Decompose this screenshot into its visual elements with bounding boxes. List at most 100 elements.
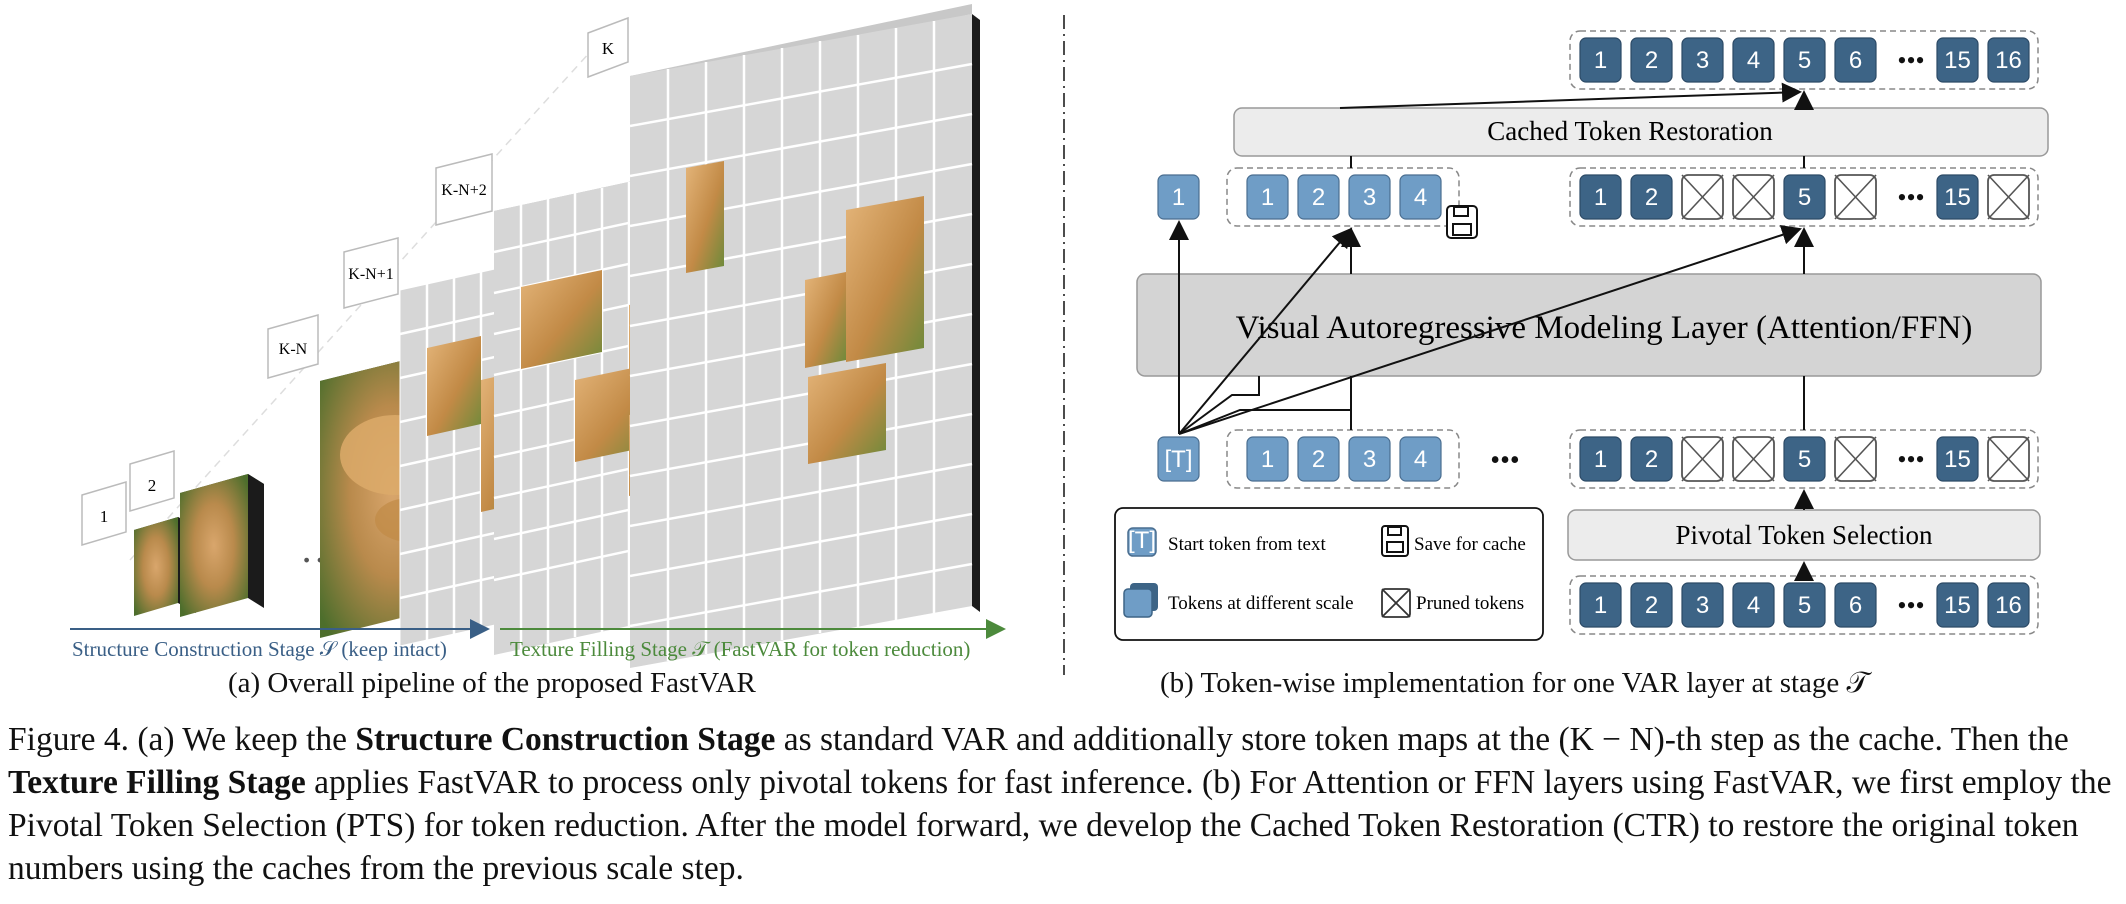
subcaption-a: (a) Overall pipeline of the proposed Fas… bbox=[228, 667, 756, 699]
token: 5 bbox=[1783, 436, 1826, 482]
token-label: 1 bbox=[1261, 184, 1274, 211]
caption-part-2: as standard VAR and additionally store t… bbox=[775, 721, 2069, 758]
token-label: 15 bbox=[1944, 592, 1971, 619]
save-icon bbox=[1446, 205, 1478, 239]
legend-tokens-scale: Tokens at different scale bbox=[1123, 583, 1354, 618]
token-label: 3 bbox=[1696, 47, 1709, 74]
token-label: 4 bbox=[1747, 592, 1760, 619]
token: 15 bbox=[1936, 37, 1979, 83]
token-label: 15 bbox=[1944, 47, 1971, 74]
legend-save-cache-label: Save for cache bbox=[1414, 534, 1526, 555]
structure-stage-label: Structure Construction Stage 𝒮 (keep int… bbox=[72, 637, 447, 661]
token: 6 bbox=[1834, 37, 1877, 83]
token-label: 5 bbox=[1798, 47, 1811, 74]
scale-card-k-n-1: K-N+1 bbox=[343, 237, 399, 309]
cached-token: 2 bbox=[1297, 174, 1340, 220]
arrow-start-to-cached bbox=[1178, 227, 1353, 435]
token: 4 bbox=[1732, 582, 1775, 628]
token-ellipsis: ••• bbox=[1897, 183, 1924, 212]
token: 1 bbox=[1579, 582, 1622, 628]
token-label: 6 bbox=[1849, 47, 1862, 74]
var-layer-box bbox=[1136, 273, 2042, 377]
figure-caption: Figure 4. (a) We keep the Structure Cons… bbox=[8, 718, 2118, 890]
cached-token: 3 bbox=[1348, 436, 1391, 482]
token: 3 bbox=[1681, 582, 1724, 628]
token-ellipsis: ••• bbox=[1897, 591, 1924, 620]
token-label: 2 bbox=[1645, 446, 1658, 473]
top-token-frame bbox=[1569, 30, 2039, 90]
token: 1 bbox=[1579, 37, 1622, 83]
token: 5 bbox=[1783, 37, 1826, 83]
token: 5 bbox=[1783, 582, 1826, 628]
pruned-token bbox=[1681, 174, 1724, 220]
arrow-restoration-to-top-left bbox=[1339, 82, 1802, 109]
scale-card-2: 2 bbox=[129, 449, 175, 513]
cached-token: 4 bbox=[1399, 174, 1442, 220]
token-ellipsis: ••• bbox=[1897, 46, 1924, 75]
panel-a-pipeline: 1 2 K-N K-N+1 K-N+2 K bbox=[70, 4, 1006, 699]
token-label: 2 bbox=[1645, 592, 1658, 619]
caption-part-1: Figure 4. (a) We keep the bbox=[8, 721, 356, 758]
scale-label: K bbox=[602, 39, 615, 58]
scale-card-k-n: K-N bbox=[267, 314, 319, 379]
token: 6 bbox=[1834, 582, 1877, 628]
start-token: [T] bbox=[1157, 436, 1200, 482]
token-label: 2 bbox=[1312, 184, 1325, 211]
caption-part-3: applies FastVAR to process only pivotal … bbox=[8, 764, 2112, 887]
token-label: 1 bbox=[1594, 47, 1607, 74]
scale-label: K-N+1 bbox=[348, 266, 393, 283]
token: 2 bbox=[1630, 436, 1673, 482]
token-label: 15 bbox=[1944, 184, 1971, 211]
token: 3 bbox=[1681, 37, 1724, 83]
legend-start-token-label: Start token from text bbox=[1168, 534, 1326, 555]
legend-save-cache: Save for cache bbox=[1381, 525, 1526, 557]
var-layer-label: Visual Autoregressive Modeling Layer (At… bbox=[1236, 310, 1973, 346]
token-label: 3 bbox=[1696, 592, 1709, 619]
subcaption-b: (b) Token-wise implementation for one VA… bbox=[1160, 667, 1873, 699]
cached-token-restoration-box bbox=[1233, 107, 2049, 157]
token: 1 bbox=[1579, 436, 1622, 482]
token: 5 bbox=[1783, 174, 1826, 220]
figure-diagram: 1 2 K-N K-N+1 K-N+2 K bbox=[70, 4, 2049, 699]
token: 16 bbox=[1987, 37, 2030, 83]
legend-pruned: Pruned tokens bbox=[1381, 588, 1524, 618]
token-label: 4 bbox=[1414, 446, 1427, 473]
cached-token: 1 bbox=[1246, 174, 1289, 220]
token: 15 bbox=[1936, 582, 1979, 628]
pruned-token bbox=[1681, 436, 1724, 482]
token-label: 15 bbox=[1944, 446, 1971, 473]
token: 15 bbox=[1936, 174, 1979, 220]
token: 2 bbox=[1630, 582, 1673, 628]
input-cached-frame bbox=[1226, 429, 1460, 489]
output-cached-frame bbox=[1226, 167, 1460, 227]
token-label: 16 bbox=[1995, 592, 2022, 619]
scale-label: K-N+2 bbox=[441, 182, 486, 199]
token-label: 6 bbox=[1849, 592, 1862, 619]
token-label: 1 bbox=[1594, 592, 1607, 619]
token-label: 1 bbox=[1594, 446, 1607, 473]
token: 16 bbox=[1987, 582, 2030, 628]
scale-card-k-n-2: K-N+2 bbox=[435, 153, 493, 226]
token-label: 16 bbox=[1995, 47, 2022, 74]
token: 2 bbox=[1630, 174, 1673, 220]
panel-b-token-wise: Cached Token Restoration Visual Autoregr… bbox=[1114, 30, 2049, 699]
token-label: 3 bbox=[1363, 184, 1376, 211]
cached-token: 4 bbox=[1399, 436, 1442, 482]
texture-stage-label: Texture Filling Stage 𝒯 (FastVAR for tok… bbox=[510, 637, 970, 661]
scale-label: K-N bbox=[279, 341, 308, 358]
pruned-token bbox=[1834, 174, 1877, 220]
token-label: 1 bbox=[1594, 184, 1607, 211]
token-label: 1 bbox=[1261, 446, 1274, 473]
token-ellipsis: ••• bbox=[1897, 445, 1924, 474]
pts-label: Pivotal Token Selection bbox=[1675, 520, 1933, 550]
token-label: [T] bbox=[1165, 446, 1193, 473]
scale-card-k: K bbox=[587, 16, 629, 79]
output-single-token: 1 bbox=[1157, 174, 1200, 220]
legend-start-token-icon: [T] bbox=[1128, 527, 1156, 554]
pruned-token bbox=[1732, 174, 1775, 220]
cached-token: 2 bbox=[1297, 436, 1340, 482]
token-label: 4 bbox=[1414, 184, 1427, 211]
token-label: 2 bbox=[1645, 184, 1658, 211]
token-map-scale-2 bbox=[180, 474, 264, 617]
